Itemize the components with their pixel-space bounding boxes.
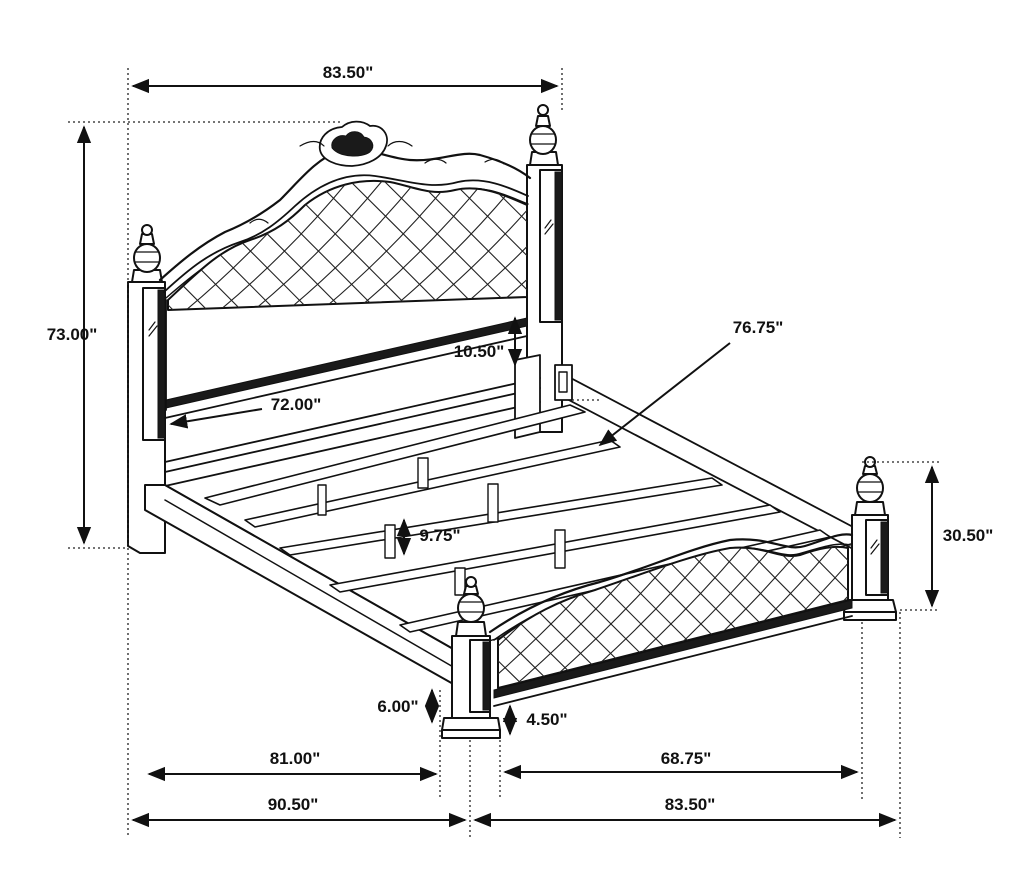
tuft-line (0, 175, 13, 320)
tuft-line (827, 546, 848, 688)
label-rail-clearance: 6.00" (377, 697, 418, 716)
tuft-line (718, 175, 863, 320)
label-slat-clearance: 9.75" (419, 526, 460, 545)
tuft-line (616, 175, 761, 320)
tuft-line (582, 175, 727, 320)
tuft-line (1008, 540, 1021, 700)
footboard-right-post (843, 456, 897, 621)
tuft-line (548, 175, 693, 320)
tuft-line (820, 175, 965, 320)
dimension-lines (68, 68, 940, 838)
tuft-line (888, 540, 1021, 700)
label-total-height: 73.00" (47, 325, 98, 344)
tuft-line (918, 540, 1021, 700)
tuft-line (1008, 540, 1021, 700)
tuft-line (718, 175, 863, 320)
footboard-left-post (441, 576, 501, 739)
tuft-line (0, 175, 81, 320)
tuft-line (820, 175, 965, 320)
tuft-line (0, 175, 13, 320)
headboard-left-post (127, 224, 166, 554)
left-side-rail (144, 484, 456, 686)
tuft-line (978, 540, 1021, 700)
tuft-line (650, 175, 795, 320)
label-side-rail-length: 76.75" (733, 318, 784, 337)
tuft-line (786, 175, 931, 320)
bed-illustration (0, 104, 1021, 739)
tuft-line (684, 175, 829, 320)
label-footboard-base: 4.50" (526, 710, 567, 729)
tuft-line (797, 546, 848, 688)
tuft-line (0, 175, 47, 320)
tuft-line (0, 175, 47, 320)
tuft-line (498, 546, 539, 688)
label-overall-width: 83.50" (665, 795, 716, 814)
tuft-line (616, 175, 761, 320)
tuft-line (650, 175, 795, 320)
label-footboard-inner-width: 68.75" (661, 749, 712, 768)
label-overall-length: 90.50" (268, 795, 319, 814)
tuft-line (582, 175, 727, 320)
tuft-line (445, 180, 527, 310)
label-headboard-width: 83.50" (323, 63, 374, 82)
tuft-line (948, 540, 1021, 700)
tuft-line (0, 175, 115, 320)
tuft-line (752, 175, 897, 320)
label-inner-length: 81.00" (270, 749, 321, 768)
dimension-labels: 83.50" 73.00" 10.50" 72.00" 76.75" 9.75"… (47, 63, 994, 814)
tuft-line (752, 175, 897, 320)
tuft-line (0, 175, 115, 320)
label-inner-width: 72.00" (271, 395, 322, 414)
footboard-panel (488, 533, 1021, 707)
label-footboard-height: 30.50" (943, 526, 994, 545)
tuft-line (888, 540, 1021, 700)
tuft-line (548, 175, 693, 320)
tuft-line (0, 175, 81, 320)
tuft-line (978, 540, 1021, 700)
right-side-rail (554, 364, 856, 551)
label-headboard-panel-height: 10.50" (454, 342, 505, 361)
tuft-line (918, 540, 1021, 700)
tuft-line (786, 175, 931, 320)
tuft-line (684, 175, 829, 320)
headboard-tufted-panel (0, 175, 965, 419)
tuft-line (948, 540, 1021, 700)
